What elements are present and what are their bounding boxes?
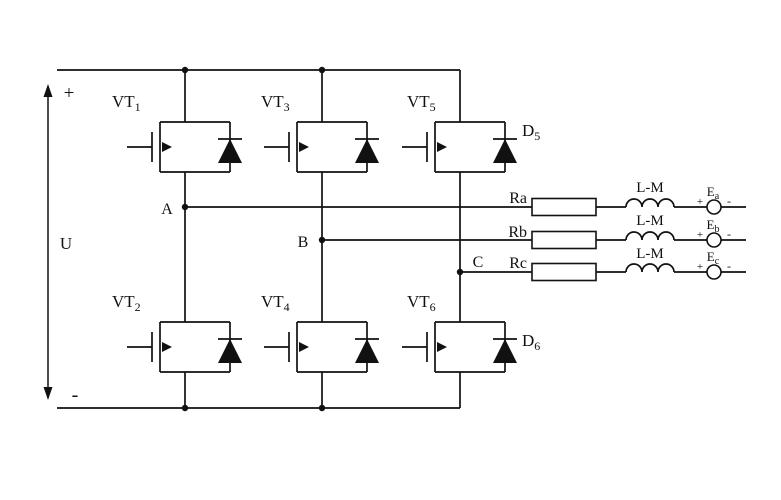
emf-a-minus-label: - (727, 194, 731, 208)
emf-c-label: Ec (707, 249, 720, 267)
emf-a-label: Ea (707, 184, 720, 202)
vt6-mosfet-icon (402, 321, 505, 373)
vt2-mosfet-icon (127, 321, 230, 373)
d5-label: D5 (522, 121, 540, 143)
vt4-label: VT4 (261, 292, 290, 314)
vt3-label: VT3 (261, 92, 290, 114)
d5-diode-icon (493, 122, 517, 172)
resistor-rb-box (531, 230, 597, 250)
node-c-label: C (473, 254, 484, 271)
inductor-b-coil-icon (625, 231, 675, 241)
emf-c-source-icon (706, 264, 722, 280)
dc-source: + U - (43, 83, 79, 406)
vt4-mosfet-icon (264, 321, 367, 373)
leg-b: B VT3 VT4 (261, 70, 379, 408)
inductor-c-coil-icon (625, 263, 675, 273)
resistor-rc-label: Rc (509, 255, 527, 272)
emf-a-plus-label: + (697, 196, 703, 208)
dc-rails (57, 66, 460, 412)
inductor-b-label: L-M (636, 213, 664, 229)
vt4-freewheel-diode-icon (355, 322, 379, 372)
source-u-label: U (60, 234, 72, 253)
resistor-ra-label: Ra (509, 190, 527, 207)
vt3-mosfet-icon (264, 121, 367, 173)
arrow-down-icon (43, 387, 53, 400)
arrow-up-icon (43, 84, 53, 97)
vt5-mosfet-icon (402, 121, 505, 173)
inductor-a-label: L-M (636, 180, 664, 196)
leg-a: A VT1 VT2 (112, 70, 242, 408)
emf-b-source-icon (706, 232, 722, 248)
resistor-rb-label: Rb (508, 224, 527, 241)
emf-b-label: Eb (707, 217, 720, 235)
emf-b-plus-label: + (697, 229, 703, 241)
source-minus-label: - (72, 384, 79, 406)
node-b-label: B (298, 234, 309, 251)
emf-c-plus-label: + (697, 261, 703, 273)
vt1-freewheel-diode-icon (218, 122, 242, 172)
emf-b-minus-label: - (727, 227, 731, 241)
inductor-c-label: L-M (636, 246, 664, 262)
vt1-mosfet-icon (127, 121, 230, 173)
d6-label: D6 (522, 331, 540, 353)
vt2-freewheel-diode-icon (218, 322, 242, 372)
phase-b-output: Rb L-M + - Eb (322, 213, 746, 250)
phase-c-output: Rc L-M + - Ec (460, 246, 746, 282)
phase-a-output: Ra L-M + - Ea (185, 180, 746, 217)
resistor-ra-box (531, 197, 597, 217)
vt5-label: VT5 (407, 92, 436, 114)
node-a-label: A (161, 201, 173, 218)
vt1-label: VT1 (112, 92, 141, 114)
vt2-label: VT2 (112, 292, 141, 314)
d6-diode-icon (493, 322, 517, 372)
vt6-label: VT6 (407, 292, 436, 314)
source-plus-label: + (64, 83, 75, 104)
resistor-rc-box (531, 262, 597, 282)
vt3-freewheel-diode-icon (355, 122, 379, 172)
leg-c: C VT5 D5 VT6 (402, 70, 540, 408)
inductor-a-coil-icon (625, 198, 675, 208)
emf-c-minus-label: - (727, 259, 731, 273)
emf-a-source-icon (706, 199, 722, 215)
